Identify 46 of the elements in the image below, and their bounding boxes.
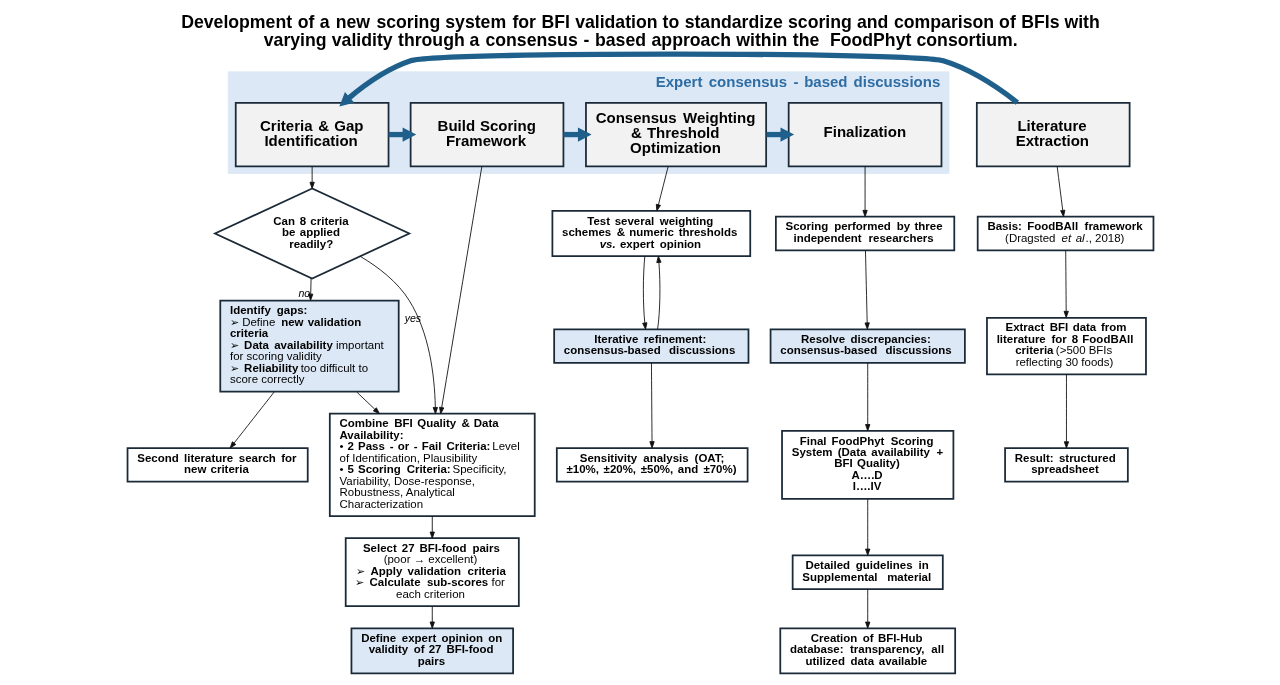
node-box: Combine BFI Quality & Data Availability: • 2 Pass - or - Fail Criteria: Level of Identification, Plausibility • 5 Scoring Criteria: Specificity, Variability, Dose-response, Robustness, Analytical Characterization (328, 412, 536, 518)
arrow (864, 362, 870, 432)
node-box: Build Scoring Framework (409, 101, 564, 168)
node-box: Test several weighting schemes & numeric thresholds vs. expert opinion (551, 210, 751, 257)
arrow (1063, 374, 1069, 449)
node-box: Basis: FoodBAll framework (Dragsted et al., 2018) (976, 215, 1154, 252)
arrow (309, 166, 315, 189)
arrow (864, 498, 870, 556)
node-diamond: Can 8 criteria be applied readily? (212, 187, 411, 280)
node-box: Criteria & Gap Identification (234, 101, 389, 168)
node-box: Identify gaps: ➢ Define new validation criteria ➢ Data availability important for scoring validity ➢ Reliability too difficult to score correctly (218, 299, 400, 393)
arrow (229, 391, 275, 449)
arrow (1056, 166, 1065, 217)
node-box: Scoring performed by three independent researchers (774, 215, 955, 252)
arrow (429, 515, 435, 539)
node-box: Extract BFI data from literature for 8 FoodBAll criteria (>500 BFIs reflecting 30 foods) (985, 316, 1147, 376)
edge-label: no (297, 286, 310, 299)
node-box: Final FoodPhyt Scoring System (Data availability + BFI Quality) A….D I….IV (780, 430, 954, 500)
edge-label: yes (404, 311, 421, 324)
node-box: Finalization (787, 101, 942, 168)
node-box: Detailed guidelines in Supplemental material (791, 554, 944, 590)
arrow (655, 255, 661, 330)
node-box: Iterative refinement: consensus-based discussions (552, 328, 749, 364)
arrow (438, 166, 482, 415)
node-box: Consensus Weighting & Threshold Optimization (584, 101, 767, 168)
arrow (429, 605, 435, 629)
arrow (307, 277, 313, 301)
node-box: Result: structured spreadsheet (1003, 447, 1129, 483)
arrow (864, 250, 870, 330)
node-box: Resolve discrepancies: consensus-based discussions (769, 328, 966, 364)
arrow (359, 256, 438, 415)
arrow (648, 362, 655, 449)
diagram-title: Development of a new scoring system for BFI validation to standardize scoring and comparison of BFIs with varying validity through a consensus - based approach within the FoodPhyt consortium. (180, 12, 1100, 51)
arrow (655, 166, 669, 212)
arrow (641, 255, 647, 330)
arrow (338, 51, 1019, 107)
node-box: Second literature search for new criteria (126, 447, 309, 483)
arrow (1063, 250, 1069, 318)
node-box: Creation of BFI-Hub database: transparency, all utilized data available (778, 627, 956, 675)
node-box: Select 27 BFI-food pairs (poor → excellent) ➢ Apply validation criteria ➢ Calculate sub-scores for each criterion (344, 537, 520, 608)
node-box: Literature Extraction (975, 101, 1130, 168)
arrow (861, 166, 868, 217)
node-box: Define expert opinion on validity of 27 BFI-food pairs (350, 627, 514, 675)
node-box: Sensitivity analysis (OAT; ±10%, ±20%, ±50%, and ±70%) (555, 447, 748, 483)
arrow (355, 391, 380, 414)
arrow (864, 588, 870, 629)
